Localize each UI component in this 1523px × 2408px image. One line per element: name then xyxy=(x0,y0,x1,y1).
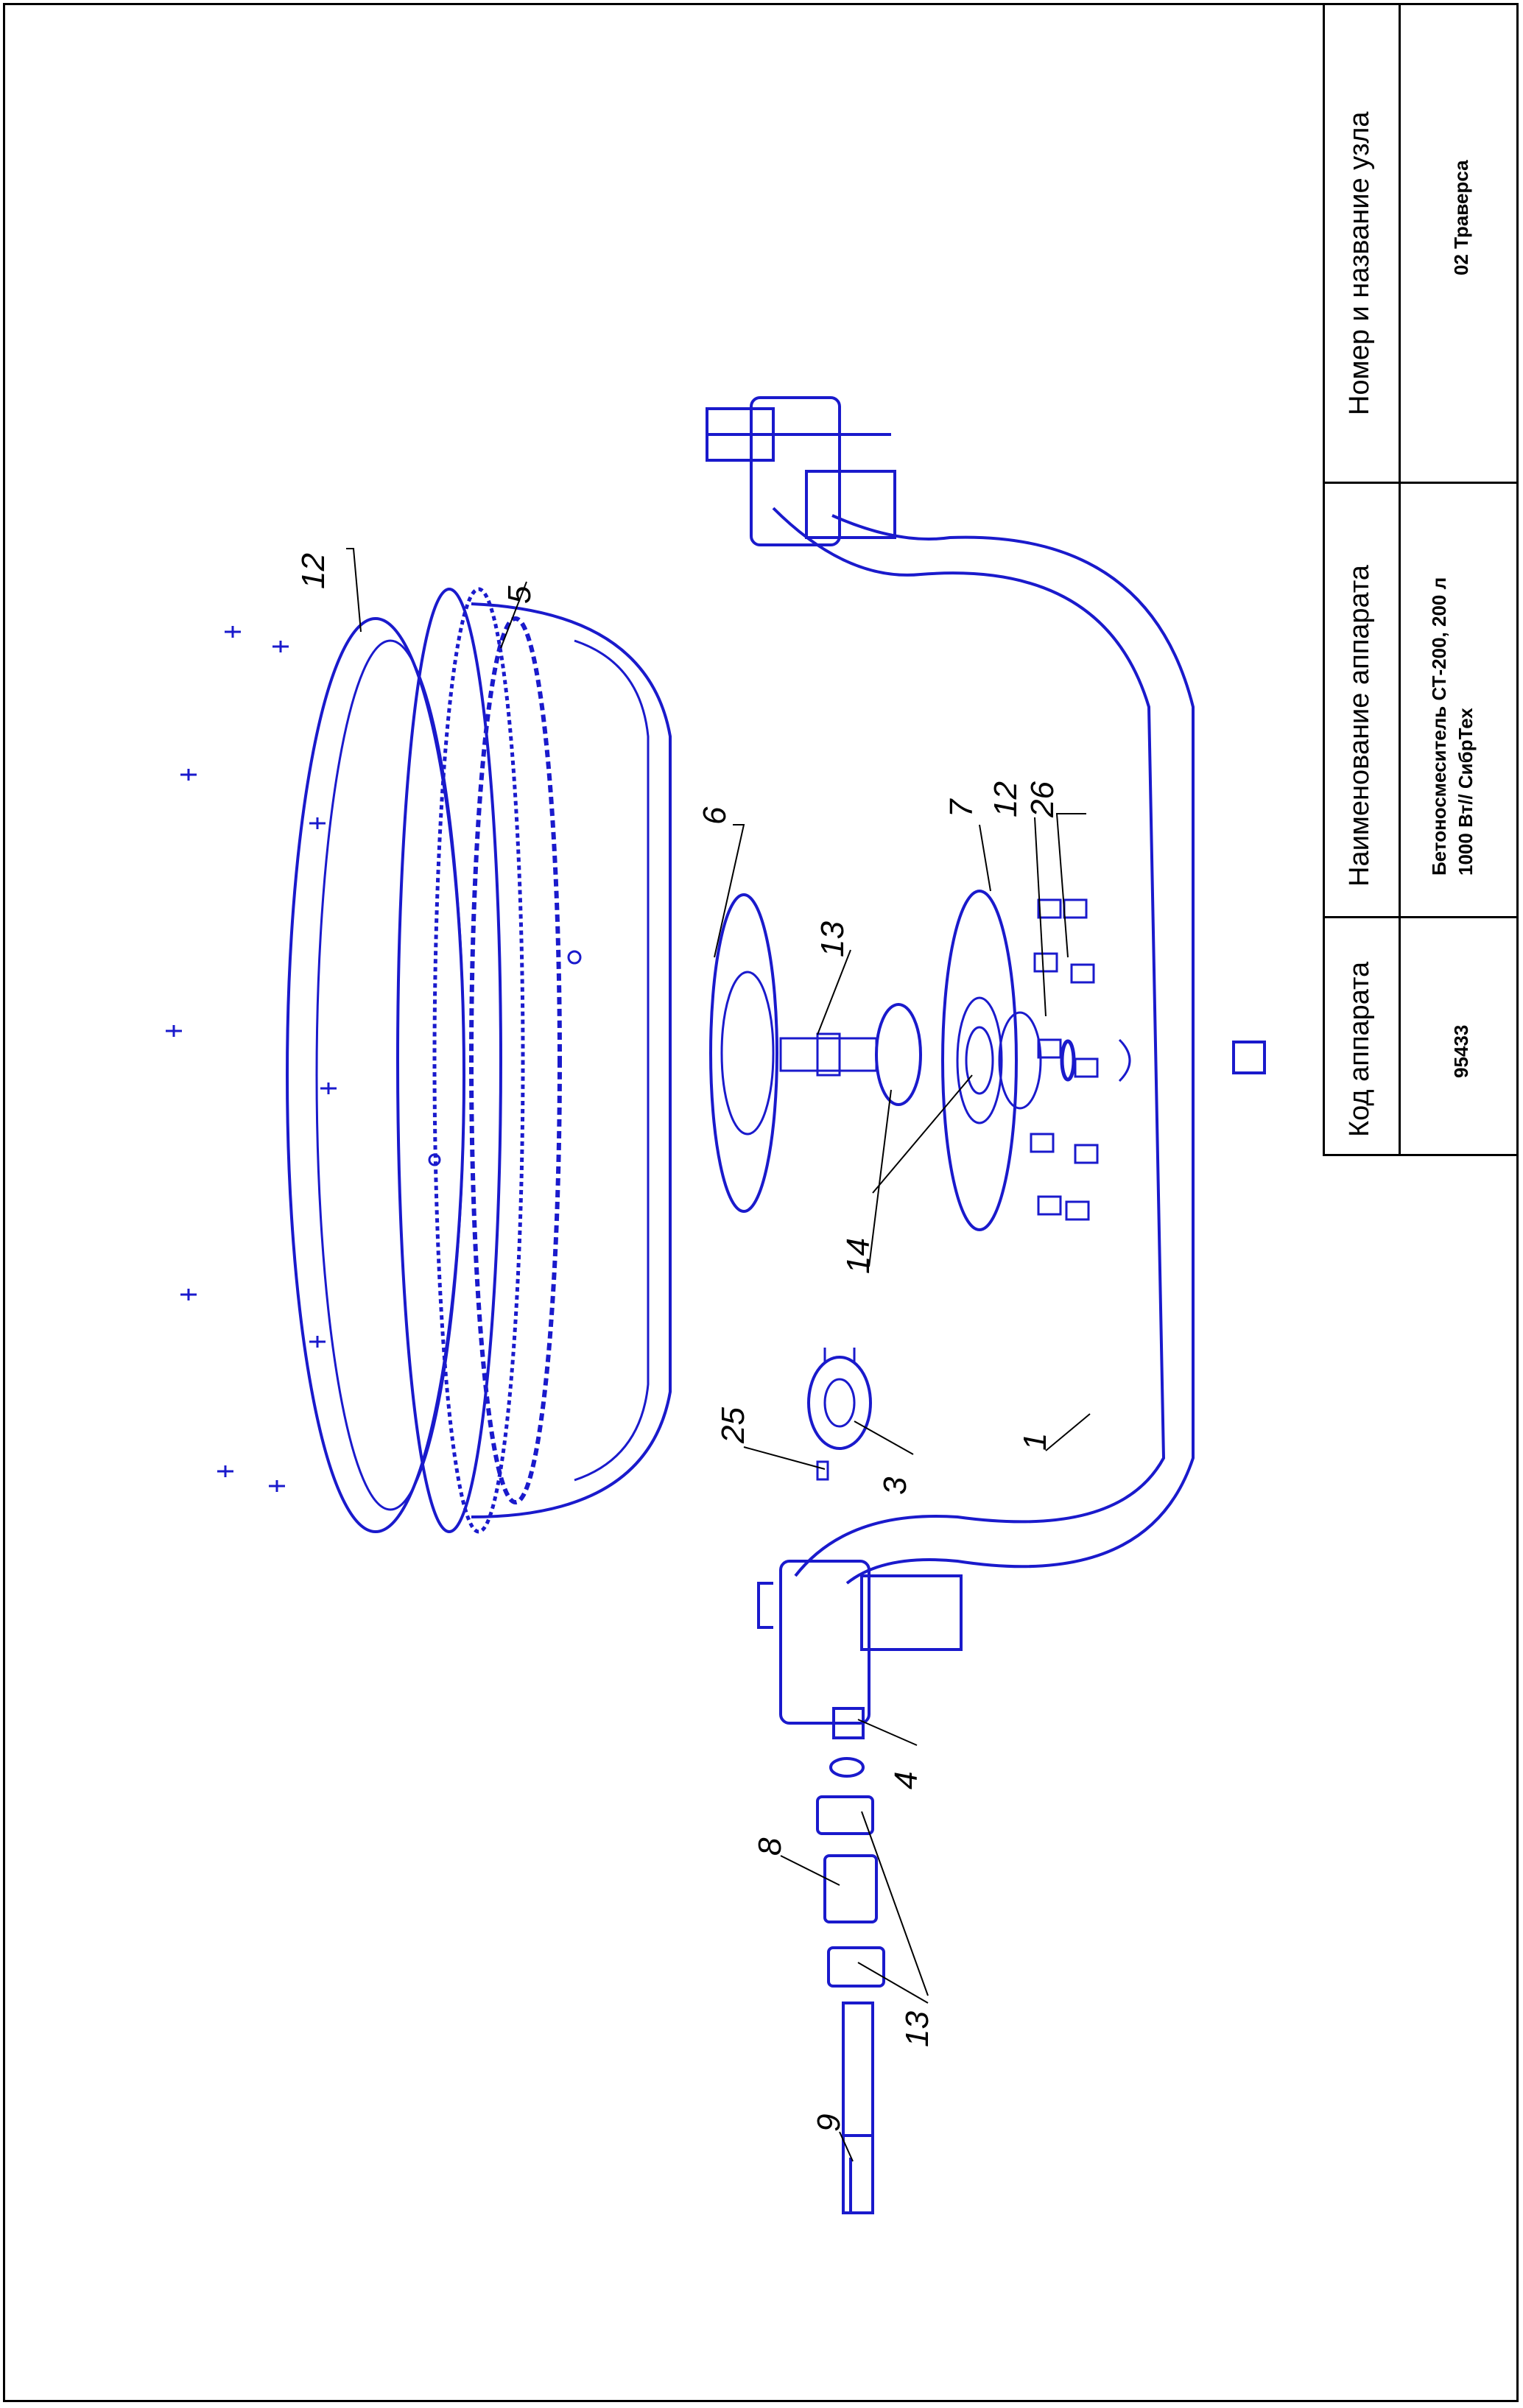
gear-3 xyxy=(807,1348,872,1481)
drum-assembly xyxy=(166,587,672,1534)
callout-11: 13 xyxy=(815,921,851,957)
callout-4: 4 xyxy=(888,1772,924,1789)
drum-bolts xyxy=(166,626,337,1492)
callout-6: 6 xyxy=(697,806,733,825)
flange-6-shaft-11 xyxy=(709,893,922,1213)
leader-lines xyxy=(346,548,1091,2162)
callout-10: 12 xyxy=(295,553,331,589)
callout-1: 1 xyxy=(1017,1433,1053,1451)
flange-7 xyxy=(941,890,1042,1231)
callout-3: 3 xyxy=(877,1476,913,1495)
callout-14: 14 xyxy=(840,1238,876,1274)
callout-5: 5 xyxy=(502,585,538,604)
callout-25: 25 xyxy=(715,1407,751,1444)
callout-13: 13 xyxy=(899,2011,935,2047)
nuts-group xyxy=(1030,898,1266,1221)
axle-parts xyxy=(816,1707,885,2214)
title-block: Номер и название узла 02 Траверса Наимен… xyxy=(1323,3,1519,1156)
callout-8: 8 xyxy=(752,1837,788,1856)
callout-26: 26 xyxy=(1024,781,1061,818)
traverse-frame-1 xyxy=(706,396,1195,1725)
callout-12: 12 xyxy=(988,781,1024,817)
drawing-frame xyxy=(3,3,1519,2402)
callout-9: 9 xyxy=(811,2114,847,2132)
callout-7: 7 xyxy=(943,798,979,817)
callout-labels: 12 5 6 13 7 12 26 14 25 3 1 4 8 13 9 xyxy=(295,553,1061,2132)
